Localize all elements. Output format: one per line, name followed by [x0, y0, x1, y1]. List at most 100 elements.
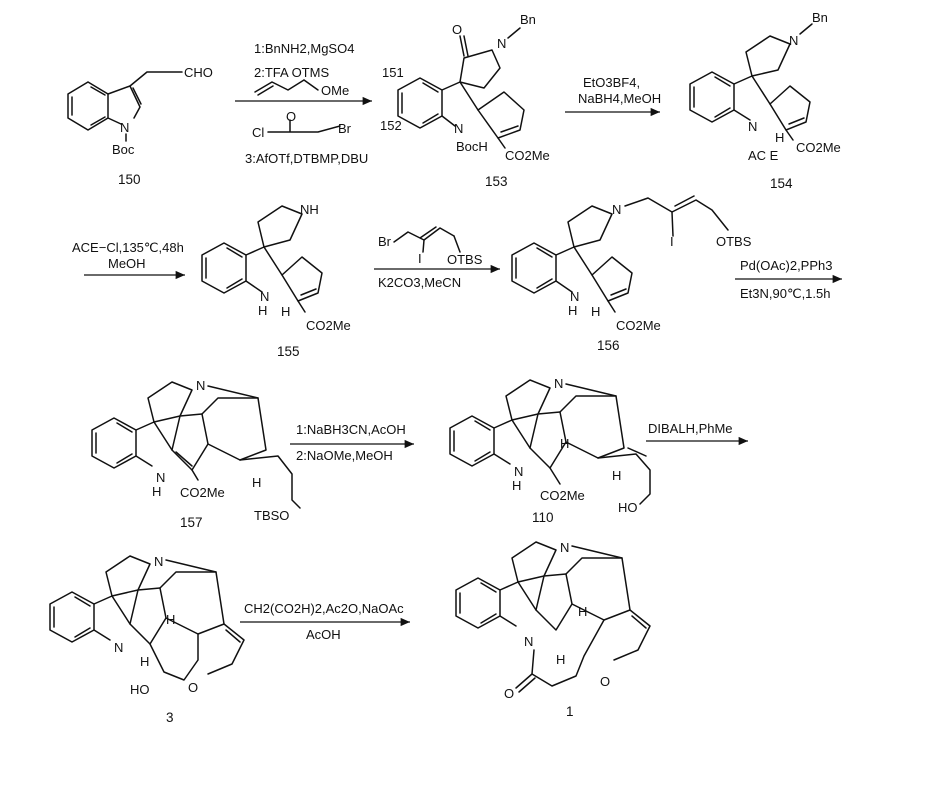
reagent-line: 1:BnNH2,MgSO4 [254, 41, 354, 56]
amine-n-label: N [154, 554, 163, 569]
h-label: H [775, 130, 784, 145]
reagent-line: OMe [321, 83, 349, 98]
ester-label: CO2Me [796, 140, 841, 155]
step-8-conditions: CH2(CO2H)2,Ac2O,NaOAc AcOH [240, 601, 410, 642]
compound-number-110: 110 [532, 510, 554, 525]
compound-number-1: 1 [566, 704, 574, 719]
carbonyl-o-label: O [504, 686, 514, 701]
reagent-line: 1:NaBH3CN,AcOH [296, 422, 406, 437]
compound-154: N Bn N H AC E CO2Me 154 [689, 10, 841, 191]
compound-155: NH N H H CO2Me 155 [201, 202, 351, 359]
h-label: H [612, 468, 621, 483]
indoline-h-label: H [512, 478, 521, 493]
compound-number-153: 153 [485, 174, 508, 189]
reagent-line: CH2(CO2H)2,Ac2O,NaOAc [244, 601, 404, 616]
indole-h-label: H [152, 484, 161, 499]
allyl-otbs-label: OTBS [447, 252, 483, 267]
tag-151: 151 [382, 65, 404, 80]
reagent-line: 2:TFA OTMS [254, 65, 329, 80]
tbso-label: TBSO [254, 508, 289, 523]
compound-1: N H N H O O 1 [455, 540, 651, 719]
ester-label: CO2Me [540, 488, 585, 503]
indole-n-label: N [120, 120, 129, 135]
step-1-conditions: 1:BnNH2,MgSO4 2:TFA OTMS OMe Cl O Br 3:A… [235, 41, 372, 166]
boch-label: BocH [456, 139, 488, 154]
indoline-h-label: H [258, 303, 267, 318]
reagent-line: DIBALH,PhMe [648, 421, 733, 436]
carbonyl-o-label: O [452, 22, 462, 37]
indoline-n-label: N [570, 289, 579, 304]
boc-label: Boc [112, 142, 135, 157]
ester-label: CO2Me [505, 148, 550, 163]
reagent-line: AcOH [306, 627, 341, 642]
nh-label: NH [300, 202, 319, 217]
reagent-line: 2:NaOMe,MeOH [296, 448, 393, 463]
acyl-o-label: O [286, 109, 296, 124]
reagent-line: Pd(OAc)2,PPh3 [740, 258, 833, 273]
h-label: H [166, 612, 175, 627]
acyl-cl-label: Cl [252, 125, 264, 140]
pyran-o-label: O [188, 680, 198, 695]
compound-157: N N H CO2Me H TBSO 157 [91, 378, 301, 530]
allyl-br-label: Br [378, 234, 392, 249]
reagent-line: Et3N,90℃,1.5h [740, 286, 831, 301]
ether-o-label: O [600, 674, 610, 689]
reagent-line: NaBH4,MeOH [578, 91, 661, 106]
step-6-conditions: 1:NaBH3CN,AcOH 2:NaOMe,MeOH [290, 422, 414, 463]
step-4-conditions: Br I OTBS K2CO3,MeCN [374, 226, 500, 290]
ester-label: CO2Me [616, 318, 661, 333]
indoline-n-label: N [514, 464, 523, 479]
compound-3: N H N H HO O 3 [49, 554, 245, 725]
h-label: H [578, 604, 587, 619]
amine-n-label: N [612, 202, 621, 217]
n-bn-label: N [497, 36, 506, 51]
indoline-n-label: N [114, 640, 123, 655]
amine-n-label: N [554, 376, 563, 391]
ester-label: CO2Me [180, 485, 225, 500]
reagent-line: EtO3BF4, [583, 75, 640, 90]
indoline-n-label: N [748, 119, 757, 134]
indoline-h-label: H [140, 654, 149, 669]
h-label: H [556, 652, 565, 667]
h-label: H [560, 436, 569, 451]
indoline-n-label: N [454, 121, 463, 136]
compound-number-154: 154 [770, 176, 793, 191]
acyl-br-label: Br [338, 121, 352, 136]
tag-152: 152 [380, 118, 402, 133]
reagent-line: MeOH [108, 256, 146, 271]
vinyl-i-label: I [670, 234, 674, 249]
compound-number-150: 150 [118, 172, 141, 187]
bn-label: Bn [520, 12, 536, 27]
compound-153: O N Bn 151 152 N BocH CO2Me 153 [380, 12, 550, 189]
step-2-conditions: EtO3BF4, NaBH4,MeOH [565, 75, 661, 117]
compound-110: N H N H CO2Me H HO 110 [449, 376, 651, 525]
compound-number-156: 156 [597, 338, 620, 353]
bn-label: Bn [812, 10, 828, 25]
amine-n-label: N [196, 378, 205, 393]
compound-number-3: 3 [166, 710, 174, 725]
reagent-line: 3:AfOTf,DTBMP,DBU [245, 151, 368, 166]
amide-n-label: N [524, 634, 533, 649]
otbs-label: OTBS [716, 234, 752, 249]
indole-n-label: N [156, 470, 165, 485]
ho-label: HO [618, 500, 638, 515]
ho-label: HO [130, 682, 150, 697]
compound-number-155: 155 [277, 344, 300, 359]
allyl-i-label: I [418, 251, 422, 266]
step-5-conditions: Pd(OAc)2,PPh3 Et3N,90℃,1.5h [735, 258, 842, 301]
indoline-h-label: H [568, 303, 577, 318]
step-7-conditions: DIBALH,PhMe [646, 421, 748, 446]
indoline-n-label: N [260, 289, 269, 304]
ester-label: CO2Me [306, 318, 351, 333]
compound-number-157: 157 [180, 515, 203, 530]
reagent-line: K2CO3,MeCN [378, 275, 461, 290]
amine-n-label: N [789, 33, 798, 48]
step-3-conditions: ACE−Cl,135℃,48h MeOH [72, 240, 185, 280]
reagent-line: ACE−Cl,135℃,48h [72, 240, 184, 255]
ace-label: AC E [748, 148, 779, 163]
h-label: H [281, 304, 290, 319]
cho-label: CHO [184, 65, 213, 80]
compound-156: N I OTBS N H H CO2Me 156 [511, 195, 752, 353]
amine-n-label: N [560, 540, 569, 555]
